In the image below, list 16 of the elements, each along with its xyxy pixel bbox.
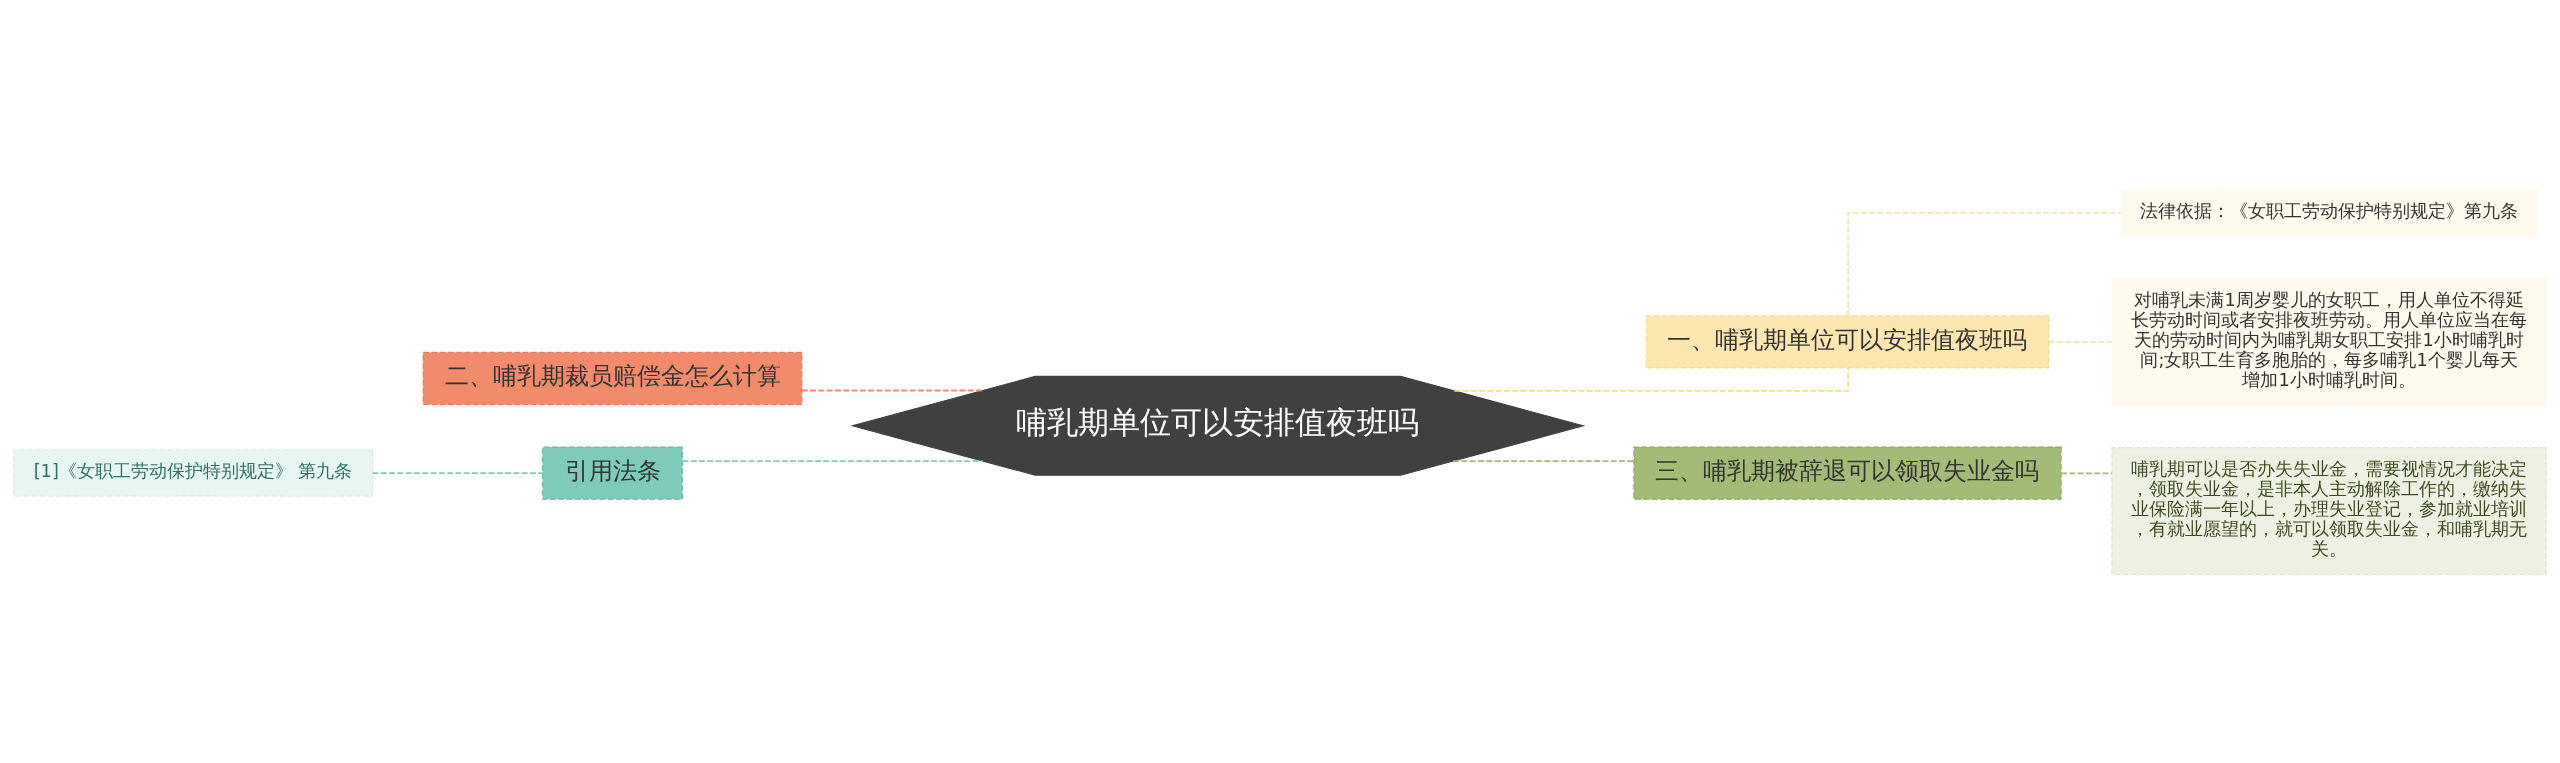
- node-box: 三、哺乳期被辞退可以领取失业金吗: [1633, 446, 2062, 500]
- connector: [371, 471, 544, 474]
- node-box: [1]《女职工劳动保护特别规定》 第九条: [13, 448, 373, 497]
- node-box: 法律依据：《女职工劳动保护特别规定》第九条: [2120, 188, 2538, 236]
- node-box: 一、哺乳期单位可以安排值夜班吗: [1645, 314, 2050, 368]
- node-box: 二、哺乳期裁员赔偿金怎么计算: [422, 351, 803, 405]
- connector: [1452, 459, 1635, 462]
- connector: [681, 459, 984, 462]
- connector: [2048, 340, 2113, 343]
- node-box: 引用法条: [542, 446, 683, 500]
- node-box: 哺乳期可以是否办失失业金，需要视情况才能决定，领取失业金，是非本人主动解除工作的，缴纳失业保险满一年以上，办理失业登记，参加就业培训，有就业愿望的，就可以领取失业金，和哺乳期无关。: [2111, 446, 2547, 575]
- node-box: 对哺乳未满1周岁婴儿的女职工，用人单位不得延长劳动时间或者安排夜班劳动。用人单位应当在每天的劳动时间内为哺乳期女职工安排1小时哺乳时间;女职工生育多胞胎的，每多哺乳1个婴儿每天增加1小时哺乳时间。: [2111, 277, 2547, 406]
- connector: [2060, 472, 2113, 474]
- connector: [1847, 211, 2122, 317]
- connector: [1453, 366, 1849, 392]
- connector: [801, 389, 984, 391]
